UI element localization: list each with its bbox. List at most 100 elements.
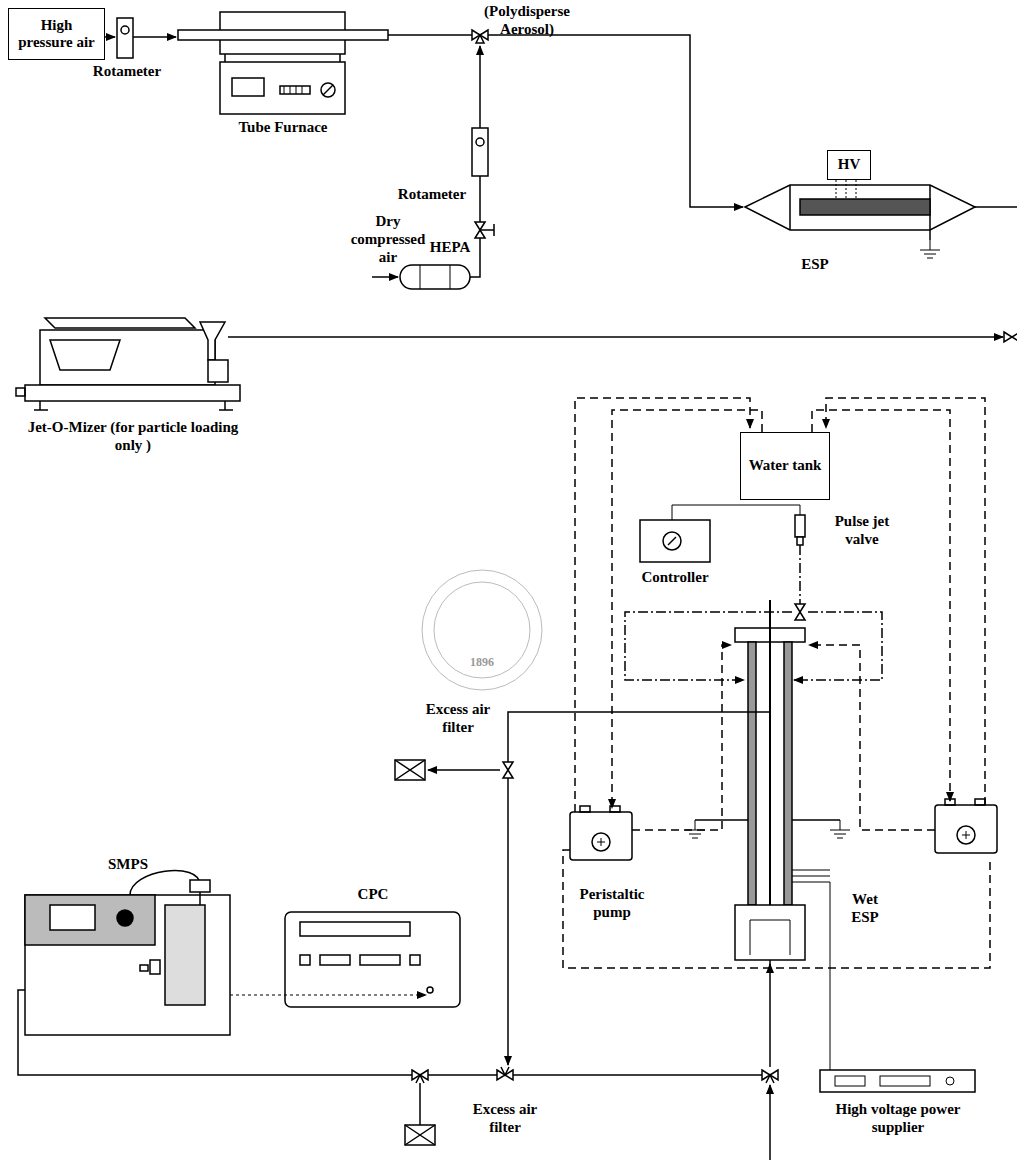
controller: [668, 537, 676, 545]
rotameter-symbol: [476, 138, 484, 146]
jet-o-mizer: [200, 322, 225, 360]
tube-furnace: [232, 78, 264, 96]
valve-symbol: [795, 604, 805, 620]
part-label: Jet-O-Mizer (for particle loading only ): [18, 418, 248, 454]
valve-symbol: [503, 762, 513, 778]
cpc-instrument: [300, 955, 310, 965]
pulse-air-line: [794, 612, 882, 680]
wet-esp: [685, 820, 705, 838]
hepa-filter: [420, 265, 450, 289]
smps-instrument: [50, 905, 95, 930]
esp-precipitator: [836, 180, 856, 199]
jet-o-mizer: [45, 318, 195, 328]
wet-esp: [735, 905, 805, 960]
wet-esp: [748, 642, 756, 905]
peristaltic-pump: [580, 806, 590, 812]
valve-symbol: [766, 1075, 774, 1083]
sample-line: [18, 600, 770, 1160]
sample-line: [508, 600, 770, 762]
part-label: (Polydisperse Aerosol): [467, 2, 587, 38]
part-label: HEPA: [420, 238, 480, 256]
peristaltic-pump: [962, 831, 970, 839]
tube-furnace: [323, 85, 333, 95]
rotameter-symbol: [117, 18, 488, 176]
labelled-box: High pressure air: [8, 8, 105, 60]
controller: [640, 505, 805, 562]
valve-symbol: [795, 604, 805, 620]
rotameter-symbol: [117, 18, 133, 58]
box-label: Water tank: [749, 457, 822, 474]
esp-precipitator: [920, 240, 940, 258]
water-line: [563, 850, 990, 968]
gas-line: [479, 46, 481, 128]
labelled-box: HV: [827, 150, 871, 180]
part-label: CPC: [343, 885, 403, 903]
valve-symbol: [472, 30, 494, 238]
jet-o-mizer: [34, 401, 233, 410]
smps-instrument: [140, 965, 148, 971]
valve-symbol: [501, 1067, 509, 1075]
smps-instrument: [150, 960, 160, 974]
sample-line: [419, 1083, 421, 1125]
gas-line: [105, 36, 115, 38]
hv-power-supply: [880, 1076, 930, 1086]
tube-furnace: [178, 12, 388, 114]
peristaltic-pump: [597, 838, 605, 846]
peristaltic-pump: [592, 833, 610, 851]
part-label: Peristaltic pump: [562, 885, 662, 921]
gas-line: [470, 262, 480, 277]
jet-o-mizer: [208, 360, 228, 382]
gas-line: [105, 35, 1017, 277]
cpc-instrument: [300, 922, 410, 936]
pulse-air-line: [799, 545, 801, 604]
sample-line: [428, 769, 500, 771]
jet-o-mizer: [25, 385, 240, 401]
water-line: [563, 398, 990, 968]
part-label: Excess air filter: [465, 1100, 545, 1136]
gas-line: [479, 176, 481, 262]
wet-esp: [685, 600, 850, 1070]
water-line: [812, 410, 950, 801]
box-label: High pressure air: [13, 17, 100, 52]
peristaltic-pump: [975, 799, 985, 805]
controller: [672, 505, 800, 520]
hv-power-supply: [946, 1077, 954, 1085]
smps-instrument: [25, 895, 155, 945]
pulse-air-line: [625, 612, 792, 680]
wet-esp: [792, 819, 840, 821]
peristaltic-pump: [935, 805, 997, 853]
watermark-logo: [422, 570, 542, 690]
wet-esp: [750, 920, 790, 955]
water-line: [826, 398, 985, 805]
sample-line: [507, 778, 509, 1065]
tube-furnace: [178, 30, 388, 40]
gas-line: [133, 36, 176, 38]
cpc-instrument: [360, 955, 400, 965]
smps-instrument: [25, 895, 230, 1035]
jet-o-mizer: [16, 318, 1017, 410]
valve-symbol: [503, 762, 513, 778]
jet-o-mizer: [1004, 332, 1017, 342]
part-label: Dry compressed air: [343, 212, 433, 266]
jet-o-mizer: [16, 388, 25, 396]
part-label: Wet ESP: [840, 890, 890, 926]
sample-line: [769, 1085, 771, 1160]
peristaltic-pump: [945, 799, 955, 805]
wet-esp: [784, 642, 792, 905]
part-label: Rotameter: [77, 62, 177, 80]
watermark-logo: [434, 582, 530, 678]
sample-line: [405, 1125, 435, 1145]
peristaltic-pump: [957, 826, 975, 844]
jet-o-mizer: [50, 340, 120, 370]
hepa-filter: [400, 265, 470, 289]
jet-o-mizer: [228, 336, 1003, 338]
tube-furnace: [284, 86, 302, 94]
rotameter-symbol: [472, 128, 488, 176]
valve-symbol: [795, 604, 805, 620]
smps-instrument: [190, 880, 210, 892]
tube-furnace: [280, 86, 310, 94]
wet-esp: [830, 820, 850, 838]
cpc-instrument: [285, 912, 460, 1007]
part-label: SMPS: [88, 855, 168, 873]
